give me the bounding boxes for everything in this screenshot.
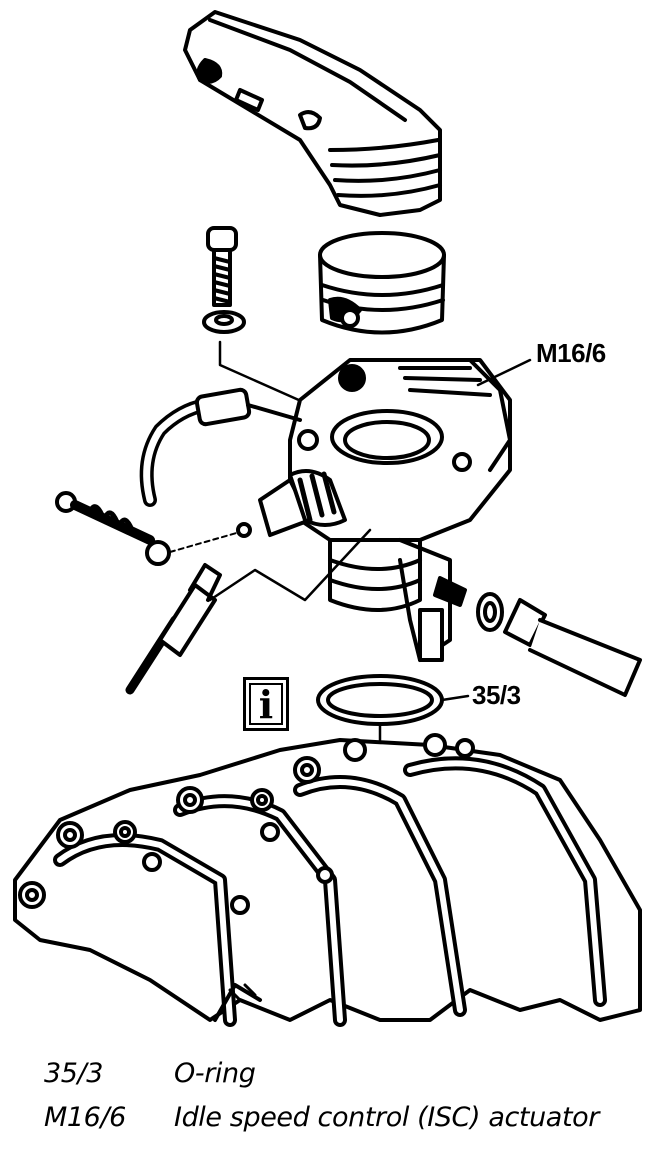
legend-row: M16/6 Idle speed control (ISC) actuator [44,1096,664,1140]
leader-lines [440,358,532,702]
hose-with-clamp [318,231,446,335]
exploded-view-diagram [13,10,642,1027]
plug-connector [125,528,372,695]
legend-code: 35/3 [44,1058,104,1089]
adjustment-screw-spring [55,469,347,566]
vacuum-hose [139,387,302,507]
legend: 35/3 O-ring M16/6 Idle speed control (IS… [44,1052,664,1140]
intake-manifold [13,733,642,1027]
callout-o-ring: 35/3 [472,680,521,710]
legend-description: O-ring [174,1058,256,1089]
coolant-fitting [433,576,642,697]
legend-row: 35/3 O-ring [44,1052,664,1096]
info-icon: i [243,677,289,731]
throttle-body [288,358,512,662]
air-intake-duct [183,10,442,217]
legend-code: M16/6 [44,1102,126,1133]
callout-isc-actuator: M16/6 [536,338,606,368]
legend-description: Idle speed control (ISC) actuator [174,1102,599,1133]
bolt-and-washer [202,226,312,407]
